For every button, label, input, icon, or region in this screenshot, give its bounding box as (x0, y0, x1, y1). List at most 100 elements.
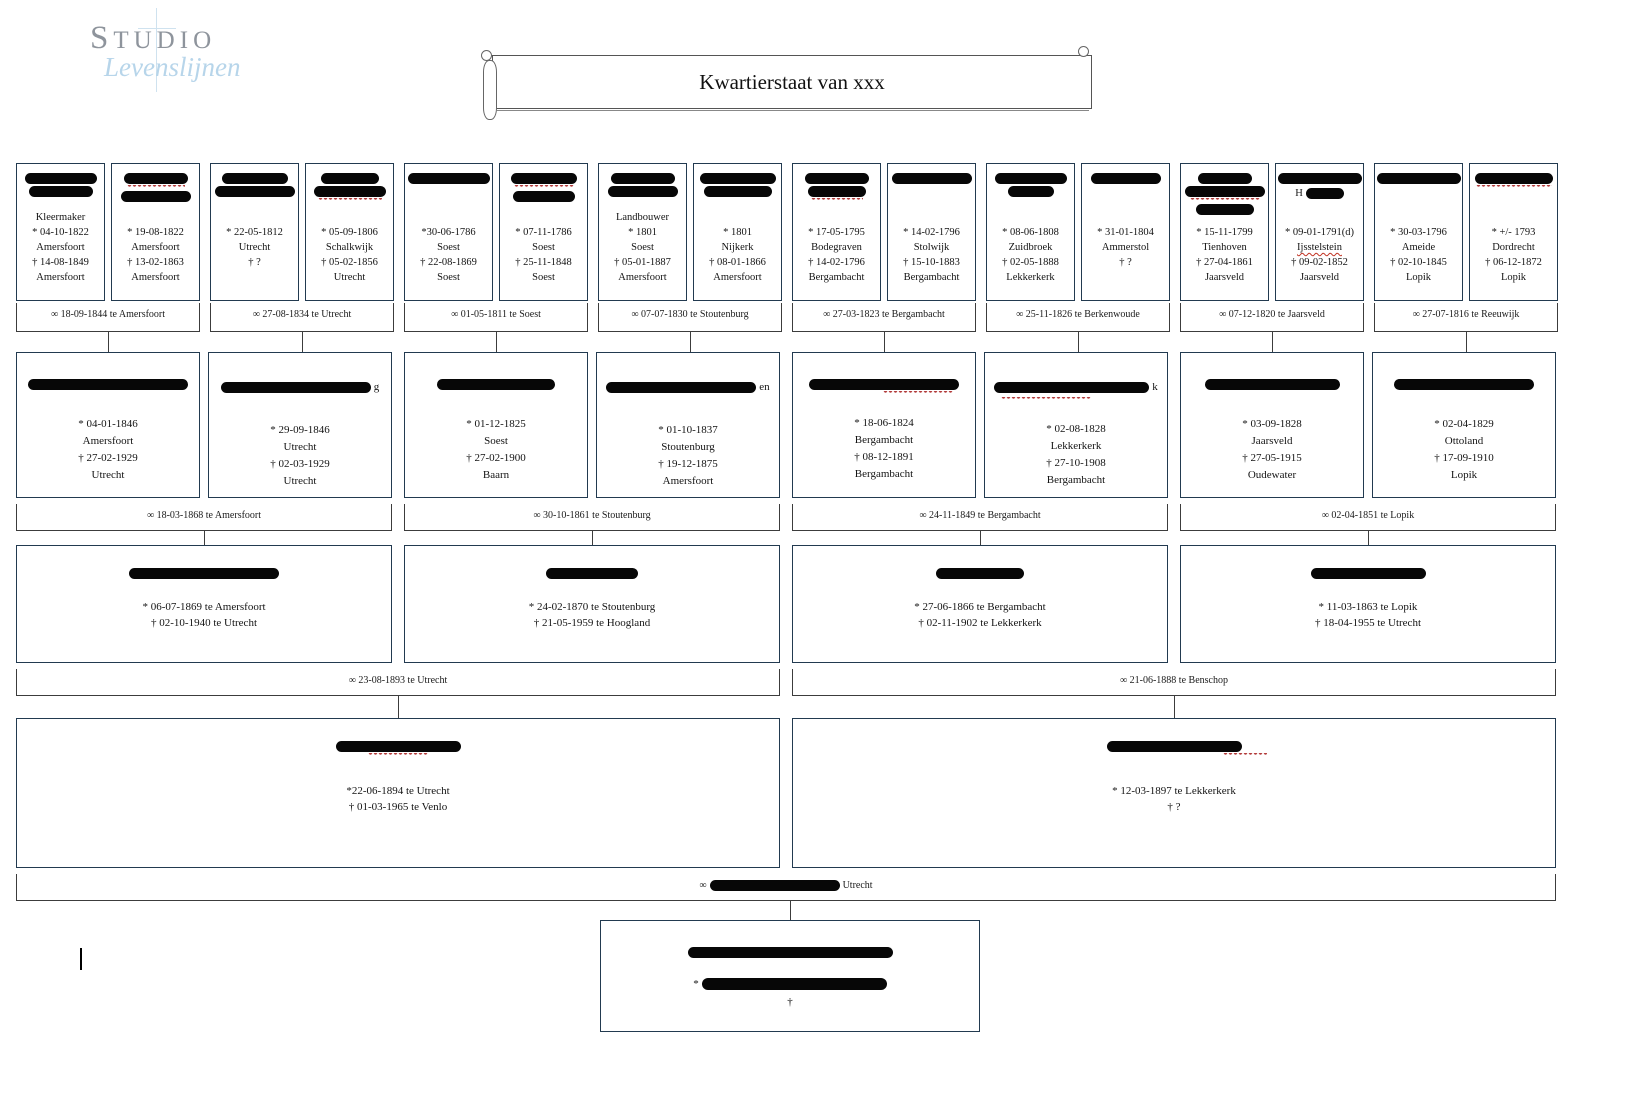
redacted-name-bar (512, 191, 575, 202)
birth-place: Amersfoort (36, 242, 85, 253)
ancestor-box-g5-7: Landbouwer * 1801 Soest † 05-01-1887 Ame… (598, 163, 687, 301)
marriage-label: ∞ 21-06-1888 te Benschop (792, 669, 1556, 696)
death-date: † 22-08-1869 (420, 257, 477, 268)
birth-date: * 30-03-1796 (1390, 227, 1447, 238)
redacted-name-bar (1310, 568, 1426, 579)
connector-line (1078, 332, 1079, 352)
death-date: † 08-12-1891 (854, 451, 914, 463)
red-scribble (810, 198, 863, 202)
studio-levenslijnen-logo: Studio Levenslijnen (90, 8, 280, 102)
death-date: † 27-04-1861 (1196, 257, 1253, 268)
redacted-name-bar (28, 186, 93, 197)
death-date: † 02-10-1845 (1390, 257, 1447, 268)
marriage-label: ∞ 07-12-1820 te Jaarsveld (1180, 303, 1364, 332)
marriage-label: ∞ 27-03-1823 te Bergambacht (792, 303, 976, 332)
redacted-name-bar (1305, 188, 1344, 199)
ancestor-box-g5-6: * 07-11-1786 Soest † 25-11-1848 Soest (499, 163, 588, 301)
redacted-name-bar (1106, 741, 1242, 752)
birth-place: Stolwijk (913, 242, 950, 253)
birth-place: Ammerstol (1101, 242, 1150, 253)
death-place: Amersfoort (131, 272, 180, 283)
redacted-name-bar (610, 173, 675, 184)
death-place: Utrecht (91, 469, 125, 481)
birth-date: * 04-10-1822 (32, 227, 89, 238)
death-place: Oudewater (1247, 469, 1297, 481)
death-line: † 02-10-1940 te Utrecht (151, 617, 257, 629)
death-line: † 01-03-1965 te Venlo (348, 801, 448, 813)
connector-line (398, 696, 399, 718)
death-place: Bergambacht (808, 272, 865, 283)
redacted-name-bar (320, 173, 379, 184)
redacted-name-bar (807, 186, 866, 197)
birth-date: * 01-12-1825 (466, 418, 526, 430)
redacted-name-bar (313, 186, 386, 197)
ancestor-box-g4-7: * 03-09-1828 Jaarsveld † 27-05-1915 Oude… (1180, 352, 1364, 498)
connector-line (302, 332, 303, 352)
connector-line (884, 332, 885, 352)
birth-place: Utrecht (238, 242, 271, 253)
birth-place: Tienhoven (1202, 242, 1247, 253)
ancestor-box-g4-5: * 18-06-1824 Bergambacht † 08-12-1891 Be… (792, 352, 976, 498)
death-date: † 15-10-1883 (903, 257, 960, 268)
death-place: Bergambacht (1046, 474, 1106, 486)
red-scribble (1189, 198, 1260, 202)
redacted-names (599, 164, 686, 210)
redacted-name-bar (1474, 173, 1553, 184)
birth-date: * 22-05-1812 (226, 227, 283, 238)
redacted-name-bar (28, 379, 188, 390)
redacted-name-bar (335, 741, 461, 752)
redacted-names (500, 164, 587, 210)
death-line: † 18-04-1955 te Utrecht (1315, 617, 1421, 629)
redacted-names (112, 164, 199, 210)
birth-place: Soest (631, 242, 654, 253)
birth-place: Soest (484, 435, 508, 447)
ancestor-box-g5-10: * 14-02-1796 Stolwijk † 15-10-1883 Berga… (887, 163, 976, 301)
ancestor-box-g3-3: * 27-06-1866 te Bergambacht † 02-11-1902… (792, 545, 1168, 663)
death-line: † 02-11-1902 te Lekkerkerk (918, 617, 1042, 629)
redacted-names (211, 164, 298, 210)
redacted-name-bar (546, 568, 638, 579)
ancestor-box-g5-8: * 1801 Nijkerk † 08-01-1866 Amersfoort (693, 163, 782, 301)
death-place: Lekkerkerk (1006, 272, 1055, 283)
redacted-names (987, 164, 1074, 210)
birth-place: Schalkwijk (325, 242, 374, 253)
death-place: Lopik (1450, 469, 1478, 481)
ancestor-box-g5-2: * 19-08-1822 Amersfoort † 13-02-1863 Ame… (111, 163, 200, 301)
birth-place: Ijsstelstein (1297, 242, 1342, 253)
birth-date: * 02-08-1828 (1046, 423, 1106, 435)
ancestor-box-g5-13: * 15-11-1799 Tienhoven † 27-04-1861 Jaar… (1180, 163, 1269, 301)
ancestor-box-g4-3: * 01-12-1825 Soest † 27-02-1900 Baarn (404, 352, 588, 498)
birth-date: * 1801 (628, 227, 657, 238)
redacted-names (1470, 164, 1557, 210)
occupation: Kleermaker (35, 212, 86, 223)
redacted-names (306, 164, 393, 210)
birth-place: Dordrecht (1492, 242, 1535, 253)
death-place: Amersfoort (713, 272, 762, 283)
redacted-name-bar (1376, 173, 1461, 184)
redacted-names (694, 164, 781, 210)
redacted-names (793, 164, 880, 210)
logo-studio-text: Studio (90, 20, 217, 56)
redacted-name-bar (606, 382, 757, 393)
death-date: † 09-02-1852 (1291, 257, 1348, 268)
birth-line: * 24-02-1870 te Stoutenburg (528, 601, 656, 613)
death-symbol: † (787, 996, 793, 1008)
ancestor-box-g5-12: * 31-01-1804 Ammerstol † ? (1081, 163, 1170, 301)
birth-line: * 06-07-1869 te Amersfoort (142, 601, 266, 613)
marriage-label: ∞ 25-11-1826 te Berkenwoude (986, 303, 1170, 332)
death-line: † 21-05-1959 te Hoogland (533, 617, 651, 629)
redacted-name-bar (607, 186, 678, 197)
redacted-name-bar (994, 382, 1150, 393)
redacted-names (405, 164, 492, 210)
redacted-name-bar (891, 173, 972, 184)
birth-date: * 07-11-1786 (515, 227, 572, 238)
birth-place: Amersfoort (131, 242, 180, 253)
marriage-label: ∞ 30-10-1861 te Stoutenburg (404, 504, 780, 531)
ancestor-box-g5-14: H * 09-01-1791(d) Ijsstelstein † 09-02-1… (1275, 163, 1364, 301)
red-scribble (1223, 753, 1267, 757)
redacted-name-bar (220, 382, 371, 393)
birth-date: * 31-01-1804 (1097, 227, 1154, 238)
birth-place: Soest (532, 242, 555, 253)
connector-line (1368, 531, 1369, 545)
death-date: † 06-12-1872 (1485, 257, 1542, 268)
